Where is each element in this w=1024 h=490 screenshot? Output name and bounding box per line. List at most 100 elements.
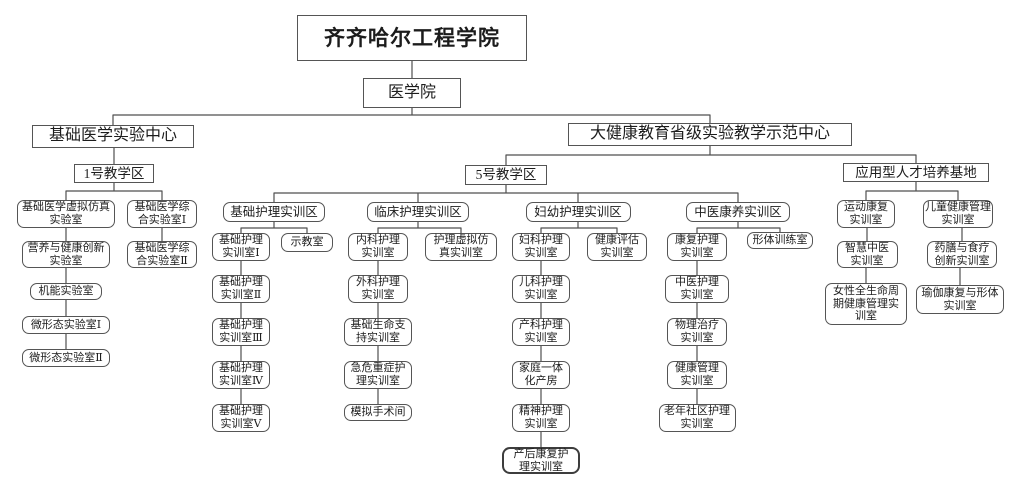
org-node-basic-nursing-2: 基础护理实训室Ⅱ: [212, 275, 270, 303]
org-node-label-line: 基础医学虚拟仿真: [22, 201, 110, 214]
org-node-area5: 5号教学区: [465, 165, 547, 185]
org-node-family-delivery-room: 家庭一体化产房: [512, 361, 570, 389]
org-node-label-line: 理实训室: [356, 375, 400, 387]
org-node-obstetric-nursing: 产科护理实训室: [512, 318, 570, 346]
org-node-label-line: 基础护理: [219, 234, 263, 247]
org-node-body-training-room: 形体训练室: [747, 232, 813, 249]
org-node-smart-tcm: 智慧中医实训室: [836, 241, 898, 268]
org-node-label-line: 急危重症护: [350, 362, 406, 375]
org-node-label-line: 健康管理: [675, 362, 719, 375]
org-node-psychiatric-nursing: 精神护理实训室: [512, 404, 570, 432]
org-node-label-line: 护理虚拟仿: [433, 234, 489, 247]
org-node-label-line: 训室: [855, 310, 877, 323]
org-node-health-assessment: 健康评估实训室: [587, 233, 647, 261]
org-node-life-support: 基础生命支持实训室: [344, 318, 412, 346]
org-node-label-line: 实训室Ⅲ: [219, 332, 263, 344]
org-node-internal-nursing: 内科护理实训室: [348, 233, 408, 261]
org-node-label-line: 1号教学区: [83, 165, 145, 181]
org-node-label-line: 老年社区护理: [664, 405, 730, 418]
org-node-label-line: 女性全生命周: [833, 284, 899, 297]
org-node-label-line: 外科护理: [356, 276, 400, 289]
org-node-vsim-lab: 基础医学虚拟仿真实验室: [17, 200, 115, 228]
org-node-comp-lab-1: 基础医学综合实验室Ⅰ: [127, 200, 197, 228]
org-node-label-line: 微形态实验室Ⅰ: [30, 318, 102, 331]
org-node-label-line: 基础护理: [219, 362, 263, 375]
org-node-label-line: 合实验室Ⅱ: [136, 254, 188, 267]
org-node-label-line: 实训室: [680, 332, 714, 344]
org-node-label-line: 实训室: [524, 247, 558, 259]
org-node-label-line: 妇幼护理实训区: [534, 204, 622, 219]
org-node-health-management: 健康管理实训室: [667, 361, 727, 389]
org-node-nutrition-lab: 营养与健康创新实验室: [22, 241, 110, 268]
org-connector-path: [65, 60, 963, 448]
org-node-label-line: 持实训室: [356, 332, 400, 344]
org-node-label-line: 精神护理: [519, 405, 563, 418]
org-node-function-lab: 机能实验室: [30, 283, 102, 300]
org-node-label-line: 创新实训室: [934, 254, 990, 267]
org-node-label-line: 实训室: [680, 247, 714, 259]
org-node-label-line: 实训室: [361, 247, 395, 259]
org-node-label-line: 实训室: [943, 299, 977, 312]
org-node-label-line: 5号教学区: [475, 167, 537, 183]
org-node-label-line: 微形态实验室Ⅱ: [29, 351, 103, 364]
org-node-label-line: 实训室: [680, 418, 714, 430]
org-node-label-line: 实训室Ⅴ: [220, 418, 262, 430]
org-node-label-line: 中医康养实训区: [694, 204, 782, 219]
org-node-label-line: 瑜伽康复与形体: [921, 286, 999, 299]
org-node-label-line: 化产房: [524, 375, 558, 387]
org-node-label-line: 基础护理: [219, 276, 263, 289]
org-node-label-line: 实训室: [849, 214, 883, 226]
org-node-micromorph-lab-2: 微形态实验室Ⅱ: [22, 349, 110, 367]
org-node-label-line: 中医护理: [675, 276, 719, 289]
org-node-label-line: 妇科护理: [519, 234, 563, 247]
org-node-health-edu-center: 大健康教育省级实验教学示范中心: [568, 123, 852, 146]
org-node-label-line: 基础医学综: [134, 241, 190, 254]
org-node-label-line: 基础医学综: [134, 201, 190, 214]
org-node-demo-room: 示教室: [281, 233, 333, 252]
org-node-label-line: 实训室Ⅳ: [219, 375, 263, 387]
org-node-label-line: 智慧中医: [845, 241, 889, 254]
org-node-label-line: 实验室: [49, 214, 83, 226]
org-node-label-line: 产科护理: [519, 319, 563, 332]
org-node-label-line: 形体训练室: [752, 234, 808, 247]
org-node-micromorph-lab-1: 微形态实验室Ⅰ: [22, 316, 110, 334]
org-node-zone-clinical-nursing: 临床护理实训区: [367, 202, 469, 222]
org-node-label-line: 儿科护理: [519, 276, 563, 289]
org-node-yoga-rehab: 瑜伽康复与形体实训室: [916, 285, 1004, 314]
org-node-zone-tcm-wellness: 中医康养实训区: [686, 202, 790, 222]
org-node-label-line: 医学院: [387, 83, 436, 101]
org-node-talent-base: 应用型人才培养基地: [843, 163, 989, 182]
org-node-label-line: 基础医学实验中心: [48, 127, 177, 145]
org-node-basic-nursing-1: 基础护理实训室Ⅰ: [212, 233, 270, 261]
org-node-label-line: 理实训室: [519, 460, 563, 473]
org-node-label-line: 实训室Ⅰ: [222, 247, 260, 259]
org-node-label-line: 内科护理: [356, 234, 400, 247]
org-node-label-line: 基础护理: [219, 405, 263, 418]
org-node-label-line: 基础护理: [219, 319, 263, 332]
org-node-basic-nursing-3: 基础护理实训室Ⅲ: [212, 318, 270, 346]
org-node-child-health: 儿童健康管理实训室: [923, 200, 993, 228]
org-node-label-line: 模拟手术间: [350, 406, 406, 419]
org-node-label-line: 健康评估: [595, 234, 639, 247]
org-node-comp-lab-2: 基础医学综合实验室Ⅱ: [127, 241, 197, 268]
org-node-label-line: 物理治疗: [675, 319, 719, 332]
org-node-label-line: 药膳与食疗: [934, 241, 990, 254]
org-node-physiotherapy: 物理治疗实训室: [667, 318, 727, 346]
org-node-women-lifecycle: 女性全生命周期健康管理实训室: [825, 283, 907, 325]
org-node-label-line: 实训室: [361, 289, 395, 301]
org-node-rehab-nursing: 康复护理实训室: [667, 233, 727, 261]
org-node-label-line: 应用型人才培养基地: [855, 164, 977, 180]
org-node-pediatric-nursing: 儿科护理实训室: [512, 275, 570, 303]
org-node-postpartum-rehab: 产后康复护理实训室: [502, 447, 580, 474]
org-node-zone-maternal-child: 妇幼护理实训区: [525, 202, 631, 222]
org-node-label-line: 实训室: [850, 254, 884, 267]
org-node-area1: 1号教学区: [74, 164, 154, 183]
org-node-zone-basic-nursing: 基础护理实训区: [223, 202, 325, 222]
org-node-label-line: 产后康复护: [513, 447, 569, 460]
org-node-basic-med-center: 基础医学实验中心: [32, 125, 194, 148]
org-node-sports-rehab: 运动康复实训室: [837, 200, 895, 228]
org-node-label-line: 营养与健康创新: [27, 241, 105, 254]
org-node-label-line: 实训室: [941, 214, 975, 226]
org-node-label-line: 实训室: [680, 289, 714, 301]
